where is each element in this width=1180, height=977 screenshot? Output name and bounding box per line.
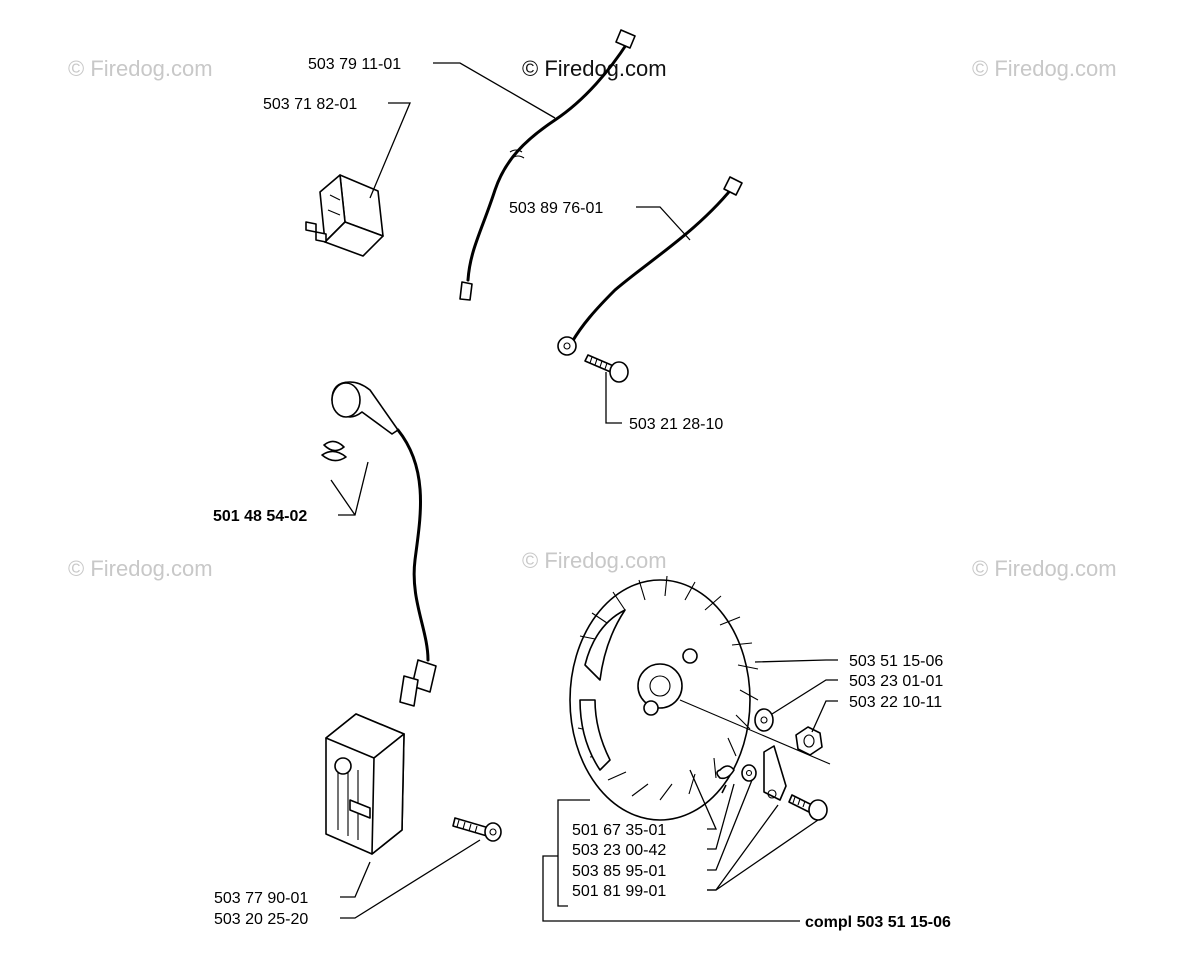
part-label: 503 79 11-01 xyxy=(308,56,401,73)
part-label: 503 51 15-06 xyxy=(849,653,943,670)
switch-part xyxy=(305,174,384,257)
part-label: 501 67 35-01 xyxy=(572,822,666,839)
part-label: 503 23 00-42 xyxy=(572,842,666,859)
part-label: 503 23 01-01 xyxy=(849,673,943,690)
watermark: © Firedog.com xyxy=(68,556,213,581)
watermark: © Firedog.com xyxy=(972,56,1117,81)
pawl-spring-part xyxy=(716,765,735,794)
watermark: © Firedog.com xyxy=(522,56,667,81)
part-label: 503 77 90-01 xyxy=(214,890,308,907)
spark-cap-part xyxy=(321,381,437,693)
small-screw-part xyxy=(584,354,629,383)
part-label: compl 503 51 15-06 xyxy=(805,914,951,931)
flywheel-part xyxy=(569,575,759,821)
part-label: 501 81 99-01 xyxy=(572,883,666,900)
watermark: © Firedog.com xyxy=(68,56,213,81)
coil-screw-part xyxy=(452,817,502,842)
part-label: 503 20 25-20 xyxy=(214,911,308,928)
ignition-coil-part xyxy=(325,675,419,855)
watermark: © Firedog.com xyxy=(522,548,667,573)
part-label: 503 71 82-01 xyxy=(263,96,357,113)
pawl-part xyxy=(763,745,787,801)
washer-part xyxy=(754,708,774,732)
long-wire-part xyxy=(459,29,636,301)
short-wire-part xyxy=(557,176,743,356)
pawl-washer-part xyxy=(741,764,757,782)
nut-part xyxy=(679,699,831,765)
part-label: 503 85 95-01 xyxy=(572,863,666,880)
leader-lines xyxy=(330,62,838,922)
part-label: 503 89 76-01 xyxy=(509,200,603,217)
pawl-screw-part xyxy=(788,794,828,821)
part-label: 501 48 54-02 xyxy=(213,508,307,525)
part-label: 503 22 10-11 xyxy=(849,694,942,711)
part-label: 503 21 28-10 xyxy=(629,416,723,433)
watermark: © Firedog.com xyxy=(972,556,1117,581)
